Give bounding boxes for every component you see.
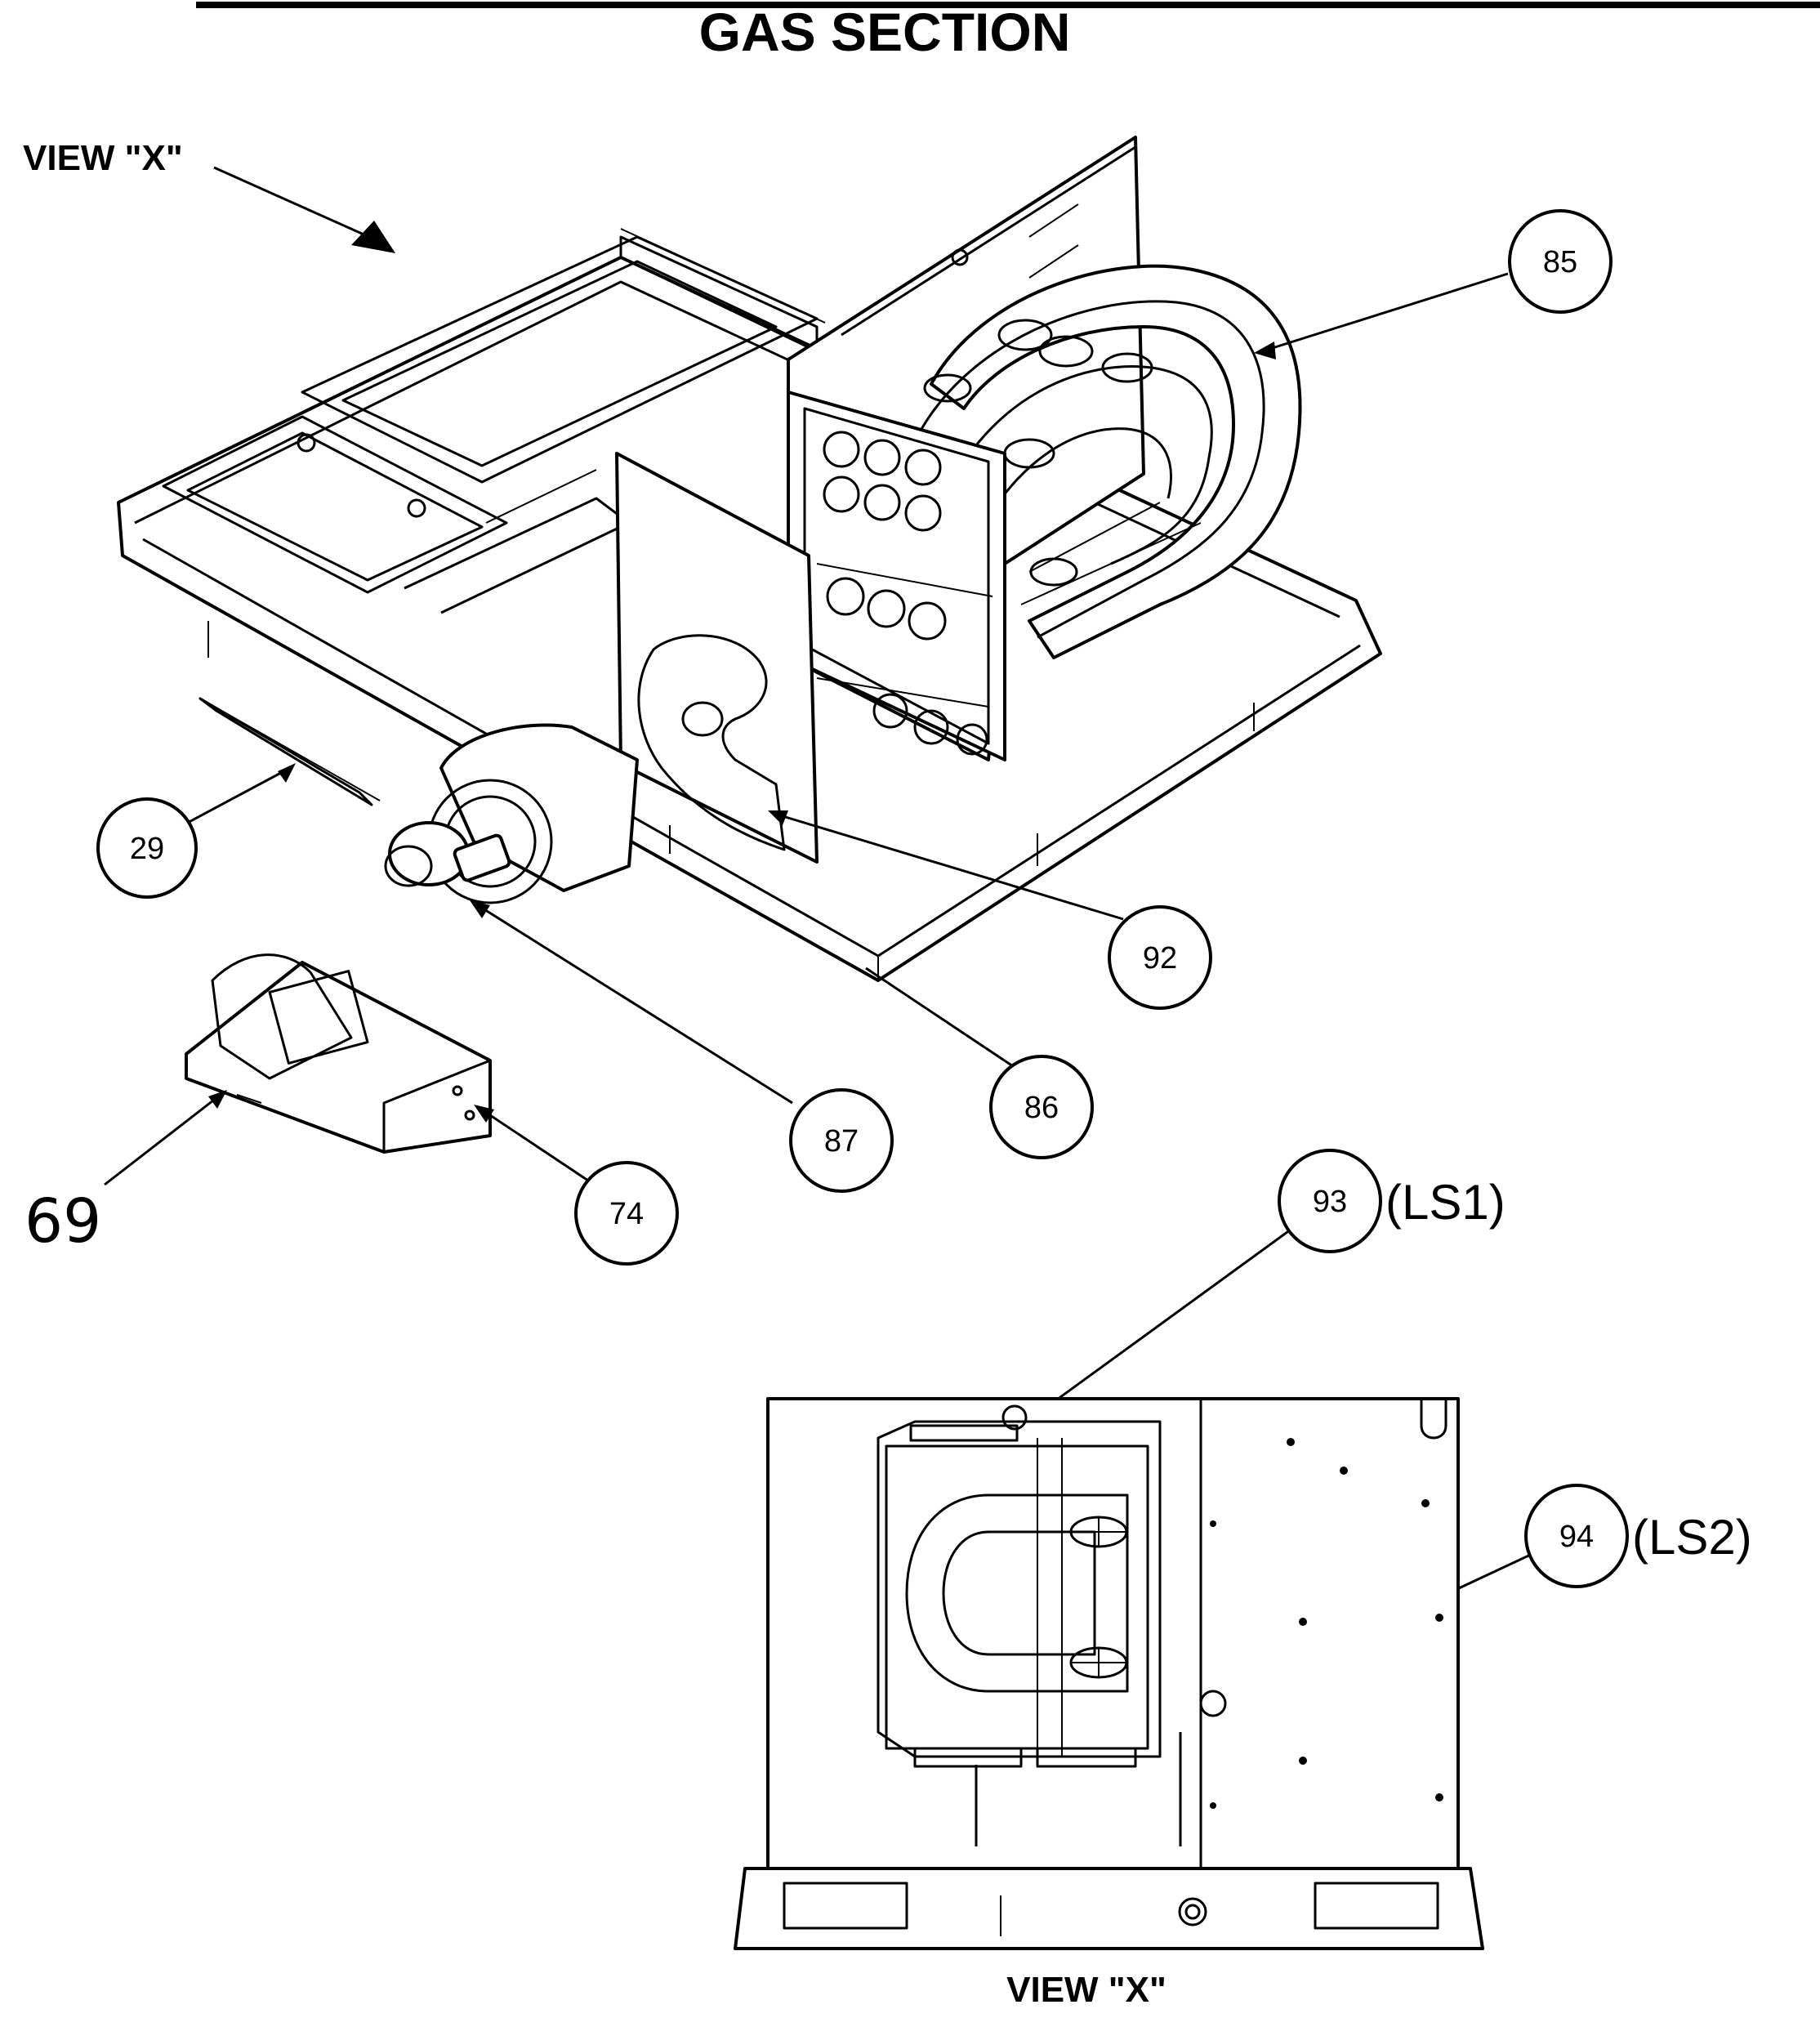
svg-text:93: 93 [1313, 1185, 1347, 1219]
view-x-label-bottom: VIEW "X" [1006, 1970, 1166, 2010]
view-x-detail [734, 1397, 1484, 1950]
svg-text:87: 87 [824, 1124, 859, 1159]
view-x-arrow-head [351, 221, 395, 253]
svg-text:74: 74 [609, 1197, 644, 1231]
svg-text:85: 85 [1543, 245, 1577, 279]
callout-93-suffix: (LS1) [1385, 1175, 1506, 1230]
svg-text:86: 86 [1024, 1091, 1059, 1125]
svg-text:92: 92 [1143, 941, 1177, 976]
callout-92: 92 [1108, 905, 1212, 1010]
view-x-label-top: VIEW "X" [23, 138, 183, 178]
callout-87: 87 [789, 1088, 894, 1193]
heat-exchanger-tubes [913, 264, 1302, 659]
callout-94-suffix: (LS2) [1632, 1510, 1752, 1565]
diagram-title: GAS SECTION [699, 2, 1071, 62]
baffle-strip [199, 697, 373, 806]
handwritten-callout-69: 69 [25, 1186, 101, 1257]
callout-74: 74 [574, 1161, 679, 1266]
gas-valve-assembly [185, 953, 492, 1154]
vestibule-panel [615, 452, 819, 864]
svg-text:29: 29 [130, 832, 164, 866]
callout-86: 86 [989, 1055, 1094, 1159]
inducer-assembly [384, 723, 639, 904]
callout-29: 29 [96, 797, 198, 899]
view-x-arrow-line [213, 166, 370, 239]
svg-text:94: 94 [1559, 1520, 1594, 1554]
callout-93: 93 (LS1) [1278, 1149, 1506, 1253]
callout-85: 85 [1508, 209, 1613, 314]
callout-94: 94 (LS2) [1524, 1484, 1752, 1588]
